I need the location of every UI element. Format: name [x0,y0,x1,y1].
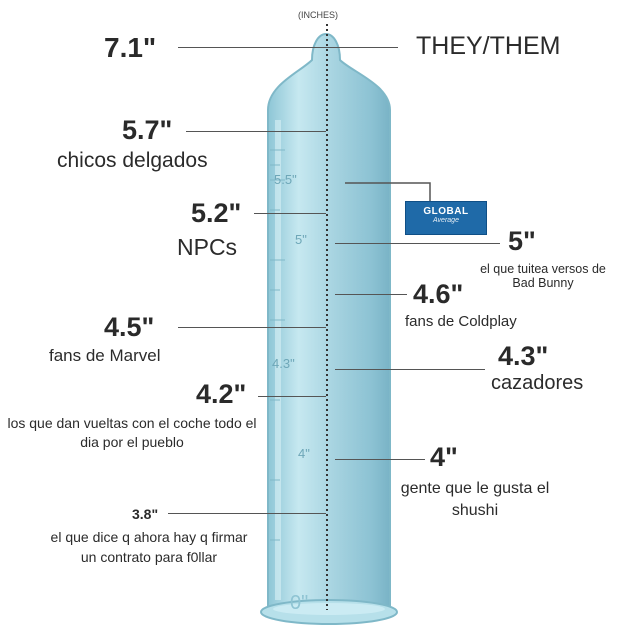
value-4: 4" [430,442,458,472]
value-5: 5" [508,226,536,256]
connector-line-4-6 [335,294,407,295]
connector-line-4-2 [258,396,326,397]
value-5-7: 5.7" [122,115,173,145]
caption-bad-bunny: el que tuitea versos de Bad Bunny [480,262,606,291]
tick-label-5: 5" [295,232,307,247]
badge-subtitle: Average [433,217,459,224]
connector-line-7-1 [178,47,398,48]
caption-they-them: THEY/THEM [416,32,561,60]
tick-label-0: 0" [290,592,309,614]
value-4-6: 4.6" [413,279,464,309]
value-4-3: 4.3" [498,341,549,371]
caption-cazadores: cazadores [491,372,584,394]
connector-line-5-7 [186,131,326,132]
value-4-5: 4.5" [104,312,155,342]
tick-label-4-3: 4.3" [272,356,295,371]
tick-label-4: 4" [298,446,310,461]
tick-label-5-5: 5.5" [274,172,297,187]
caption-contrato: el que dice q ahora hay q firmar un cont… [50,529,248,566]
value-3-8: 3.8" [132,506,159,522]
caption-shushi: gente que le gusta el shushi [400,480,550,519]
connector-line-4-3 [335,369,485,370]
connector-line-5 [335,243,500,244]
value-4-2: 4.2" [196,379,247,409]
caption-npcs: NPCs [177,234,238,260]
connector-line-4-5 [178,327,326,328]
value-7-1: 7.1" [104,32,157,63]
connector-line-5-2 [254,213,326,214]
badge-title: GLOBAL [423,206,469,217]
axis-unit-label: (INCHES) [298,10,338,20]
connector-line-4 [335,459,425,460]
connector-line-3-8 [168,513,326,514]
value-5-2: 5.2" [191,198,242,228]
caption-chicos-delgados: chicos delgados [57,149,208,172]
global-average-badge: GLOBAL Average [405,201,487,235]
caption-coldplay: fans de Coldplay [405,313,517,330]
caption-marvel: fans de Marvel [49,346,161,365]
caption-vueltas-coche: los que dan vueltas con el coche todo el… [7,415,257,450]
